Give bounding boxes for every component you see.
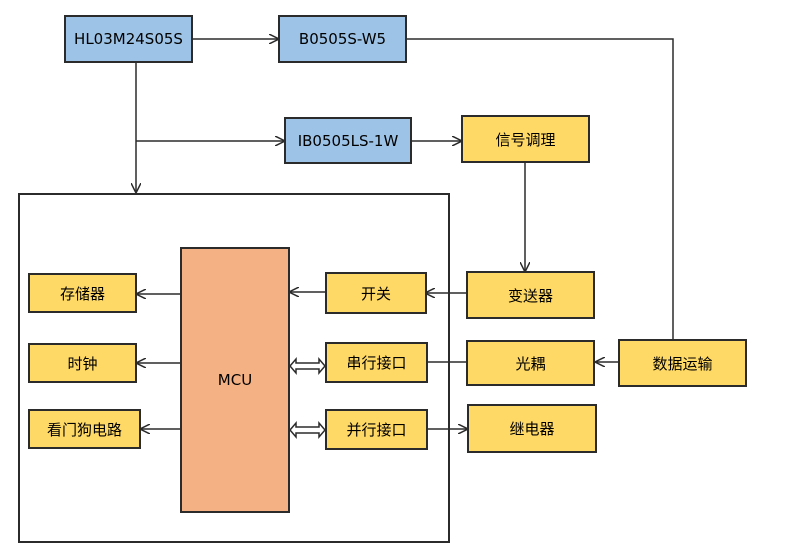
node-mcu: MCU bbox=[180, 247, 290, 513]
node-optocoupler: 光耦 bbox=[466, 340, 595, 386]
node-parallel-interface: 并行接口 bbox=[325, 409, 428, 450]
node-watchdog-circuit: 看门狗电路 bbox=[28, 409, 141, 449]
node-switch: 开关 bbox=[325, 272, 427, 314]
node-ib0505ls-1w: IB0505LS-1W bbox=[284, 117, 412, 164]
node-data-transport: 数据运输 bbox=[618, 339, 747, 387]
node-clock: 时钟 bbox=[28, 343, 137, 383]
node-storage: 存储器 bbox=[28, 273, 137, 313]
mcu-board-container bbox=[18, 193, 450, 543]
node-signal-conditioning: 信号调理 bbox=[461, 115, 590, 163]
node-transmitter: 变送器 bbox=[466, 271, 595, 319]
node-relay: 继电器 bbox=[467, 404, 597, 453]
line-b0505-to-data bbox=[407, 38, 674, 339]
node-b0505s-w5: B0505S-W5 bbox=[278, 15, 407, 63]
node-hl03m24s05s: HL03M24S05S bbox=[64, 15, 193, 63]
node-serial-interface: 串行接口 bbox=[325, 342, 428, 383]
